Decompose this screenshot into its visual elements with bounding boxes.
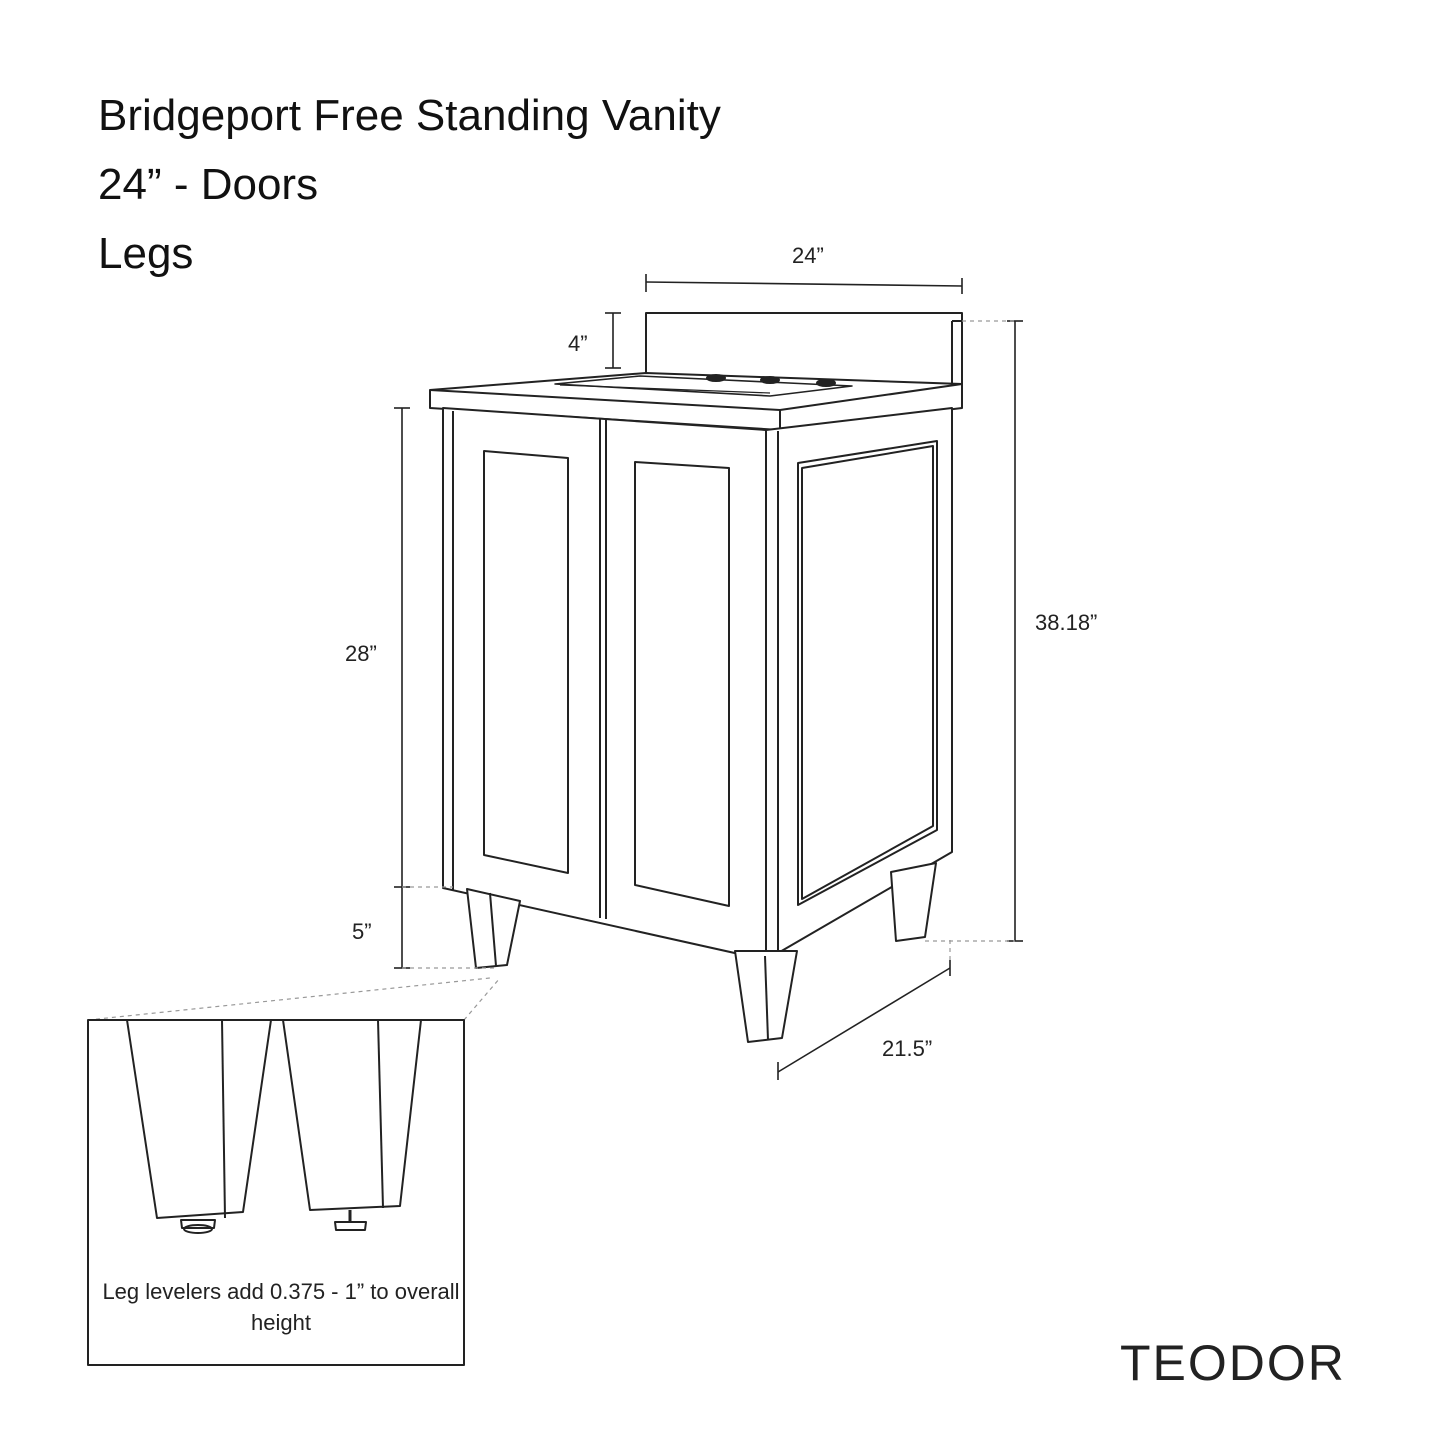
dimension-lines — [394, 274, 1023, 1080]
overall-height-dimension-label: 38.18” — [1035, 610, 1098, 635]
leg-height-dimension-label: 5” — [352, 919, 372, 944]
title-line-3: Legs — [98, 229, 194, 278]
extension-lines — [87, 320, 1015, 1021]
cabinet-height-dimension-label: 28” — [345, 641, 377, 666]
brand-logo: TEODOR — [1120, 1335, 1346, 1391]
backsplash-dimension-label: 4” — [568, 331, 588, 356]
leveler-detail — [87, 1019, 465, 1366]
depth-dimension-label: 21.5” — [882, 1036, 933, 1061]
title-line-1: Bridgeport Free Standing Vanity — [98, 91, 721, 140]
title-line-2: 24” - Doors — [98, 160, 319, 209]
backsplash — [645, 312, 963, 385]
cabinet-body — [442, 407, 953, 961]
legs — [466, 862, 937, 1043]
width-dimension-label: 24” — [792, 243, 824, 268]
leveler-note: Leg levelers add 0.375 - 1” to overall h… — [102, 1279, 460, 1335]
